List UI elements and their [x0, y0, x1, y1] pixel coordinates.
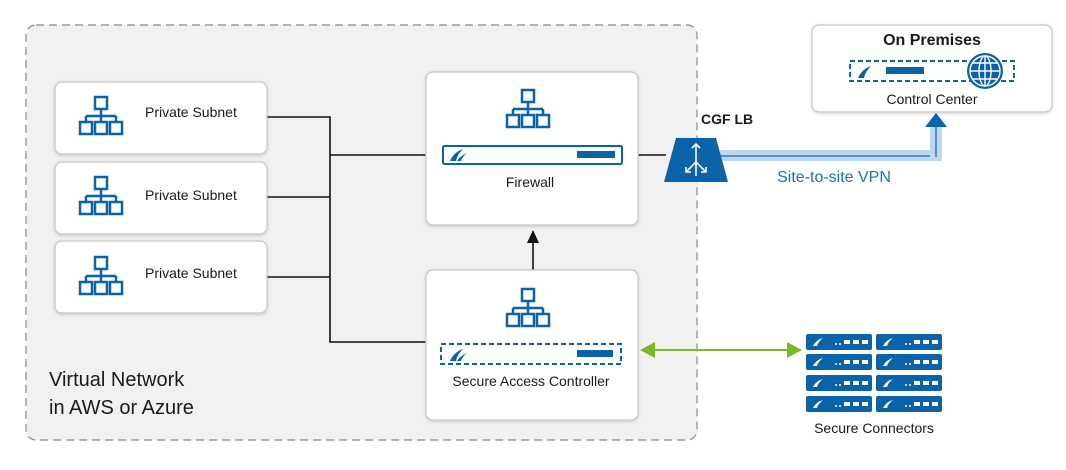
control-center-label: Control Center: [886, 91, 977, 107]
globe-icon: [967, 53, 1003, 89]
vpn-arrow-icon: [925, 113, 947, 127]
double-arrow-icon: [640, 342, 802, 358]
firewall-appliance-icon: [442, 145, 623, 165]
connector-device-icon: [876, 354, 942, 370]
secure-access-controller-box: Secure Access Controller: [425, 269, 639, 421]
vpn-label: Site-to-site VPN: [777, 169, 891, 186]
connector-device-icon: [806, 375, 872, 391]
cgf-lb-label: CGF LB: [701, 111, 753, 127]
secure-connectors-label: Secure Connectors: [814, 420, 934, 436]
firewall-label: Firewall: [506, 174, 554, 190]
connector-device-icon: [806, 334, 872, 350]
connector-device-icon: [876, 375, 942, 391]
on-premises-box: On Premises Control Center: [811, 24, 1053, 113]
subnet-label: Private Subnet: [145, 104, 237, 120]
sac-appliance-icon: [440, 343, 622, 365]
connector-device-icon: [876, 396, 942, 412]
virtual-network-sublabel: in AWS or Azure: [49, 397, 194, 419]
connection-lines: [266, 116, 666, 343]
subnet-box-1: Private Subnet: [54, 81, 268, 155]
connector-device-icon: [806, 396, 872, 412]
on-premises-title: On Premises: [883, 32, 981, 49]
firewall-box: Firewall: [425, 71, 639, 226]
sac-label: Secure Access Controller: [452, 373, 610, 389]
subnet-label: Private Subnet: [145, 187, 237, 203]
subnet-label: Private Subnet: [145, 265, 237, 281]
load-balancer-icon: [664, 138, 728, 182]
up-arrow-icon: [527, 230, 539, 243]
secure-connectors-stack: [806, 334, 942, 412]
virtual-network-label: Virtual Network: [49, 369, 185, 391]
subnet-box-3: Private Subnet: [54, 240, 268, 314]
connector-device-icon: [806, 354, 872, 370]
vpn-tunnel: [720, 113, 947, 161]
connector-device-icon: [876, 334, 942, 350]
subnet-box-2: Private Subnet: [54, 161, 268, 235]
